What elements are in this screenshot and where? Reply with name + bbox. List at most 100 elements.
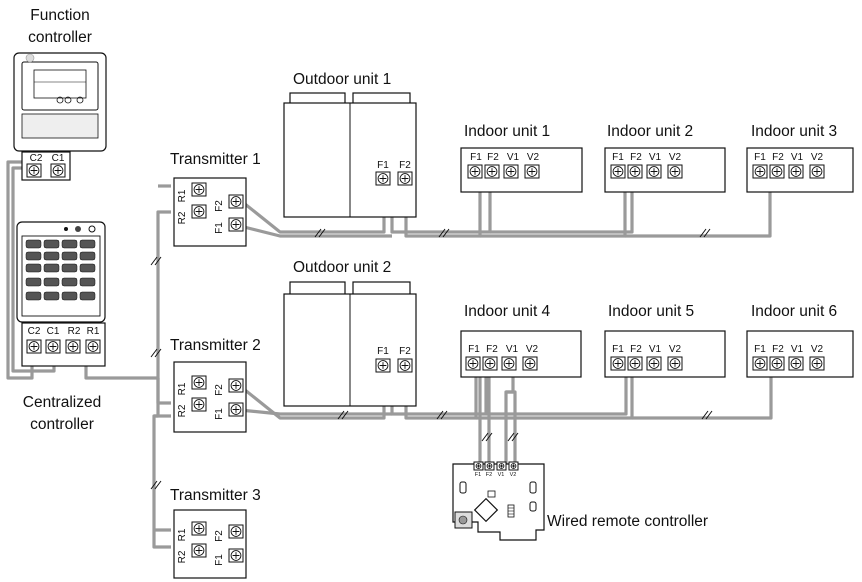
screw-head-icon [771, 358, 783, 369]
screw-slot-icon [379, 362, 387, 369]
svg-text:F2: F2 [630, 152, 642, 163]
screw-slot-icon [526, 360, 534, 367]
svg-text:V2: V2 [669, 344, 682, 355]
svg-text:R2: R2 [68, 326, 81, 337]
screw-head-icon [629, 166, 641, 177]
screw-slot-icon [631, 360, 639, 367]
screw-slot-icon [232, 528, 240, 535]
wire-t1-od1-b [239, 224, 392, 238]
svg-text:V1: V1 [498, 472, 505, 478]
indoor-unit-4: Indoor unit 4 F1 F2 V1 V2 [460, 303, 582, 378]
screw-head-icon [193, 545, 205, 556]
screw-head-icon [510, 463, 517, 469]
screw-head-icon [193, 399, 205, 410]
screw-head-icon [377, 360, 389, 371]
screw-head-icon [484, 358, 496, 369]
screw-head-icon [524, 358, 536, 369]
screw-slot-icon [486, 360, 494, 367]
svg-text:Indoor unit 4: Indoor unit 4 [464, 303, 551, 320]
wire-break-marks [150, 228, 713, 490]
wire-in4-in5 [486, 370, 628, 416]
screw-slot-icon [232, 221, 240, 228]
svg-text:C1: C1 [52, 153, 65, 164]
screw-slot-icon [792, 360, 800, 367]
svg-text:V2: V2 [526, 344, 539, 355]
outdoor-unit-2: Outdoor unit 2 F1 F2 [283, 259, 417, 407]
svg-text:V2: V2 [669, 152, 682, 163]
centralized-controller-label-2: controller [30, 416, 94, 433]
screw-slot-icon [631, 168, 639, 175]
svg-text:R2: R2 [177, 211, 188, 224]
svg-text:V2: V2 [510, 472, 517, 478]
screw-slot-icon [476, 464, 481, 468]
screw-head-icon [230, 404, 242, 415]
screw-slot-icon [401, 362, 409, 369]
svg-text:F2: F2 [772, 344, 784, 355]
screw-slot-icon [507, 168, 515, 175]
svg-text:F1: F1 [754, 344, 766, 355]
wire-cc-r-bus-2 [156, 378, 171, 405]
screw-head-icon [230, 526, 242, 537]
screw-head-icon [811, 166, 823, 177]
indoor-unit-5: Indoor unit 5 F1 F2 V1 V2 [604, 303, 726, 378]
svg-text:C2: C2 [28, 326, 41, 337]
wire-in5-in6 [632, 370, 773, 420]
screw-head-icon [193, 184, 205, 195]
screw-head-icon [230, 219, 242, 230]
svg-text:V1: V1 [507, 152, 520, 163]
svg-text:F1: F1 [612, 152, 624, 163]
screw-head-icon [467, 358, 479, 369]
svg-text:R1: R1 [87, 326, 100, 337]
function-controller-label-2: controller [28, 29, 92, 46]
svg-text:F2: F2 [214, 200, 225, 212]
screw-head-icon [469, 166, 481, 177]
screw-marks [28, 165, 823, 561]
svg-text:F1: F1 [468, 344, 480, 355]
wire-in4-remote-v2 [506, 390, 517, 464]
screw-head-icon [669, 358, 681, 369]
wired-remote-label: Wired remote controller [547, 513, 708, 530]
screw-slot-icon [471, 168, 479, 175]
svg-text:F1: F1 [475, 472, 481, 478]
svg-text:F2: F2 [486, 472, 492, 478]
screw-head-icon [498, 463, 505, 469]
svg-text:Indoor unit 6: Indoor unit 6 [751, 303, 837, 320]
svg-text:R2: R2 [177, 404, 188, 417]
screw-slot-icon [511, 464, 516, 468]
screw-slot-icon [813, 360, 821, 367]
screw-head-icon [790, 358, 802, 369]
screw-slot-icon [487, 464, 492, 468]
screw-slot-icon [89, 343, 97, 350]
screw-head-icon [754, 166, 766, 177]
svg-text:F2: F2 [214, 384, 225, 396]
screw-slot-icon [614, 168, 622, 175]
function-controller: Function controller C2 C1 [13, 7, 107, 181]
screw-head-icon [52, 165, 64, 176]
svg-text:R1: R1 [177, 382, 188, 395]
svg-text:F2: F2 [486, 344, 498, 355]
svg-text:F1: F1 [377, 160, 389, 171]
svg-text:Indoor unit 1: Indoor unit 1 [464, 123, 550, 140]
screw-head-icon [612, 358, 624, 369]
svg-text:V2: V2 [811, 152, 824, 163]
screw-slot-icon [195, 379, 203, 386]
svg-text:F1: F1 [470, 152, 482, 163]
svg-text:R1: R1 [177, 189, 188, 202]
svg-text:V1: V1 [649, 344, 662, 355]
screw-head-icon [399, 173, 411, 184]
screw-head-icon [28, 341, 40, 352]
svg-text:F2: F2 [772, 152, 784, 163]
screw-slot-icon [30, 167, 38, 174]
screw-head-icon [87, 341, 99, 352]
screw-slot-icon [792, 168, 800, 175]
screw-head-icon [47, 341, 59, 352]
svg-text:Transmitter 2: Transmitter 2 [170, 337, 261, 354]
transmitter-1: Transmitter 1 R1 R2 F2 F1 [170, 151, 261, 247]
screw-slot-icon [232, 198, 240, 205]
svg-text:Outdoor unit 1: Outdoor unit 1 [293, 71, 391, 88]
svg-text:Transmitter 3: Transmitter 3 [170, 487, 261, 504]
indoor-unit-1: Indoor unit 1 F1 F2 V1 V2 [460, 123, 583, 193]
svg-text:Outdoor unit 2: Outdoor unit 2 [293, 259, 391, 276]
screw-head-icon [771, 166, 783, 177]
svg-text:F2: F2 [399, 346, 411, 357]
